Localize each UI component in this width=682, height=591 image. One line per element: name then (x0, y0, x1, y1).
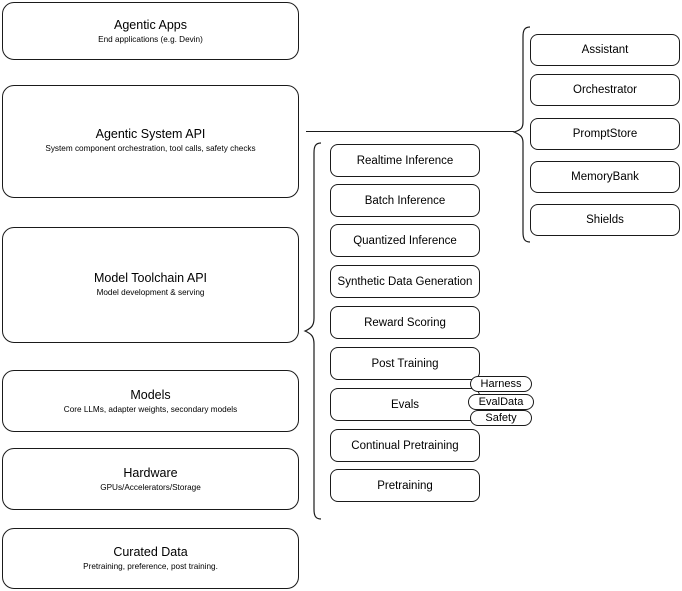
component-pretraining[interactable]: Pretraining (330, 469, 480, 502)
layer-subtitle: Pretraining, preference, post training. (83, 562, 218, 571)
layer-title: Agentic Apps (114, 17, 187, 32)
layer-box-curated-data[interactable]: Curated Data Pretraining, preference, po… (2, 528, 299, 589)
component-assistant[interactable]: Assistant (530, 34, 680, 66)
layer-box-agentic-apps[interactable]: Agentic Apps End applications (e.g. Devi… (2, 2, 299, 60)
component-continual-pretraining[interactable]: Continual Pretraining (330, 429, 480, 462)
component-batch-inference[interactable]: Batch Inference (330, 184, 480, 217)
component-quantized-inference[interactable]: Quantized Inference (330, 224, 480, 257)
layer-title: Hardware (123, 465, 178, 480)
layer-title: Curated Data (113, 545, 188, 559)
layer-subtitle: GPUs/Accelerators/Storage (100, 482, 201, 492)
component-label: Quantized Inference (353, 234, 457, 247)
component-label: PromptStore (572, 128, 638, 140)
layer-title: Agentic System API (95, 127, 206, 141)
layer-box-models[interactable]: Models Core LLMs, adapter weights, secon… (2, 370, 299, 432)
component-synthetic-data-generation[interactable]: Synthetic Data Generation (330, 265, 480, 298)
evals-tag-label: EvalData (478, 396, 524, 408)
evals-tag-label: Safety (485, 412, 517, 424)
component-label: Shields (586, 214, 624, 226)
layer-subtitle: Model development & serving (96, 288, 205, 297)
component-evals[interactable]: Evals (330, 388, 480, 421)
component-label: MemoryBank (571, 171, 639, 183)
component-label: Assistant (581, 44, 629, 56)
layer-box-agentic-system-api[interactable]: Agentic System API System component orch… (2, 85, 299, 198)
layer-title: Model Toolchain API (93, 271, 208, 285)
layer-subtitle: System component orchestration, tool cal… (45, 144, 256, 153)
component-label: Orchestrator (573, 84, 637, 96)
evals-tag-harness[interactable]: Harness (470, 376, 532, 392)
component-shields[interactable]: Shields (530, 204, 680, 236)
component-promptstore[interactable]: PromptStore (530, 118, 680, 150)
layer-box-hardware[interactable]: Hardware GPUs/Accelerators/Storage (2, 448, 299, 510)
component-reward-scoring[interactable]: Reward Scoring (330, 306, 480, 339)
layer-title: Models (130, 387, 171, 402)
brace-agentic-system (512, 26, 532, 244)
layer-subtitle: Core LLMs, adapter weights, secondary mo… (63, 404, 238, 414)
connector-agentic-system-to-components (306, 131, 514, 133)
layer-box-model-toolchain-api[interactable]: Model Toolchain API Model development & … (2, 227, 299, 343)
evals-tag-evaldata[interactable]: EvalData (468, 394, 534, 410)
component-label: Realtime Inference (356, 154, 454, 167)
component-realtime-inference[interactable]: Realtime Inference (330, 144, 480, 177)
component-label: Reward Scoring (364, 316, 446, 329)
component-post-training[interactable]: Post Training (330, 347, 480, 380)
component-label: Pretraining (377, 479, 433, 492)
component-label: Batch Inference (364, 194, 446, 207)
component-label: Continual Pretraining (351, 439, 459, 452)
component-label: Post Training (371, 357, 439, 370)
evals-tag-safety[interactable]: Safety (470, 410, 532, 426)
component-label: Evals (390, 398, 420, 411)
component-memorybank[interactable]: MemoryBank (530, 161, 680, 193)
component-label: Synthetic Data Generation (337, 275, 473, 288)
layer-subtitle: End applications (e.g. Devin) (98, 34, 203, 44)
brace-model-toolchain (303, 142, 323, 520)
evals-tag-label: Harness (480, 378, 522, 390)
component-orchestrator[interactable]: Orchestrator (530, 74, 680, 106)
